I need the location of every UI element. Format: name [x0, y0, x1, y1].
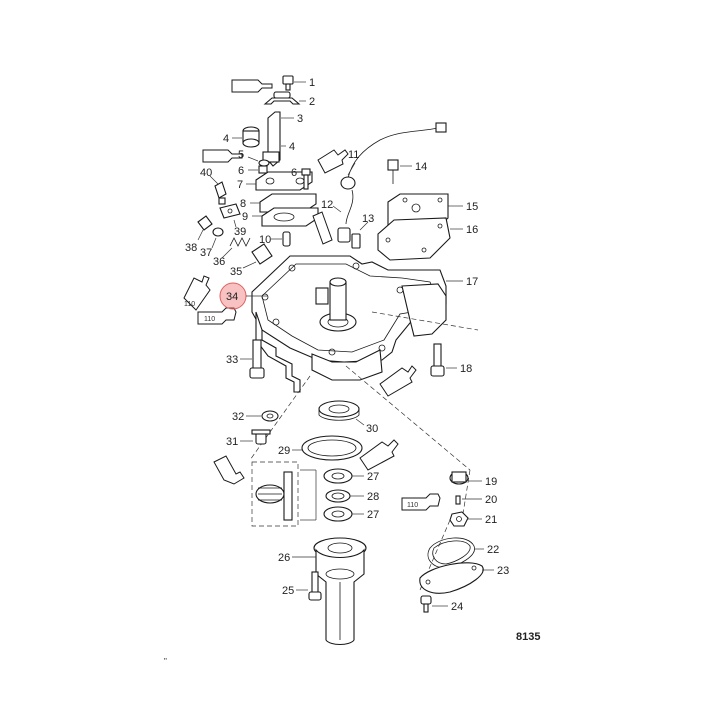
- callout-8[interactable]: 8: [240, 198, 246, 210]
- sealant-tube-left: [202, 149, 243, 163]
- sealant-tube-110-right: 110: [401, 493, 441, 511]
- part-spacer-28: [325, 489, 351, 503]
- callout-4b[interactable]: 4: [289, 141, 295, 153]
- svg-text:110: 110: [407, 502, 418, 509]
- callout-5[interactable]: 5: [238, 149, 244, 161]
- svg-text:110: 110: [204, 316, 215, 323]
- callout-33[interactable]: 33: [226, 354, 238, 366]
- part-nut-6a: [258, 165, 268, 174]
- callout-28[interactable]: 28: [367, 491, 379, 503]
- part-nut-21: [449, 511, 469, 527]
- part-fitting-39: [219, 203, 241, 219]
- part-seal-30: [318, 400, 360, 421]
- callout-25[interactable]: 25: [282, 585, 294, 597]
- part-screw-1: [282, 75, 294, 91]
- svg-text:110: 110: [184, 301, 195, 308]
- callout-9[interactable]: 9: [242, 211, 248, 223]
- callout-6a[interactable]: 6: [238, 165, 244, 177]
- part-pin-10: [282, 231, 291, 247]
- callout-12[interactable]: 12: [321, 199, 333, 211]
- part-driveshaft-housing-26: [313, 537, 367, 646]
- part-adapter-plate-17: [251, 255, 447, 393]
- callout-1[interactable]: 1: [309, 77, 315, 89]
- part-bracket-2: [263, 91, 301, 105]
- sealant-tube-110-mid: 110: [197, 307, 237, 325]
- callout-37[interactable]: 37: [200, 247, 212, 259]
- part-bushing-4a: [242, 126, 260, 148]
- callout-7[interactable]: 7: [237, 179, 243, 191]
- callout-17[interactable]: 17: [466, 276, 478, 288]
- part-key-20: [455, 495, 461, 505]
- part-plunger-35: [251, 243, 273, 265]
- sealant-tube-110-left: 110: [183, 275, 211, 311]
- callout-3[interactable]: 3: [297, 113, 303, 125]
- callout-27a[interactable]: 27: [367, 471, 379, 483]
- callout-4a[interactable]: 4: [223, 133, 229, 145]
- part-screw-24: [420, 595, 432, 613]
- part-fitting-40: [214, 181, 227, 205]
- part-cover-23: [419, 562, 484, 594]
- callout-22[interactable]: 22: [487, 544, 499, 556]
- callout-10[interactable]: 10: [259, 234, 271, 246]
- callout-19[interactable]: 19: [485, 476, 497, 488]
- callout-39[interactable]: 39: [234, 226, 246, 238]
- callout-16[interactable]: 16: [466, 224, 478, 236]
- part-washer-5: [258, 159, 270, 167]
- callout-20[interactable]: 20: [485, 494, 497, 506]
- sealant-tube-vertical: [312, 211, 333, 245]
- callout-35[interactable]: 35: [230, 266, 242, 278]
- callout-32[interactable]: 32: [232, 411, 244, 423]
- part-plug-31: [251, 429, 271, 445]
- part-bearing-27a: [323, 468, 353, 484]
- callout-34[interactable]: 34: [226, 291, 238, 303]
- callout-38[interactable]: 38: [185, 242, 197, 254]
- callout-6b[interactable]: 6: [291, 167, 297, 179]
- part-bolt-25: [308, 571, 322, 601]
- stray-mark: ": [164, 657, 167, 666]
- callout-14[interactable]: 14: [415, 161, 427, 173]
- callout-2[interactable]: 2: [309, 96, 315, 108]
- part-connector-12: [337, 227, 361, 249]
- callout-40[interactable]: 40: [200, 167, 212, 179]
- part-spring-36: [229, 237, 251, 247]
- sealant-tube-right-2: [359, 439, 399, 471]
- callout-15[interactable]: 15: [466, 201, 478, 213]
- sealant-tube-right-1: [379, 365, 417, 397]
- callout-30[interactable]: 30: [366, 423, 378, 435]
- figure-number: 8135: [516, 631, 540, 643]
- sealant-tube-mid: [317, 149, 349, 174]
- part-screw-6b: [301, 168, 311, 190]
- callout-36[interactable]: 36: [213, 256, 225, 268]
- part-bushing-4b: [262, 151, 280, 163]
- part-gasket-29: [301, 435, 363, 461]
- part-bolt-18: [430, 343, 445, 377]
- callout-27b[interactable]: 27: [367, 509, 379, 521]
- part-plate-9: [261, 207, 319, 227]
- callout-31[interactable]: 31: [226, 436, 238, 448]
- part-bearing-27b: [323, 506, 353, 522]
- part-gasket-16: [377, 217, 451, 261]
- part-plate-7: [255, 171, 313, 191]
- part-oring-37: [212, 227, 224, 237]
- callout-11[interactable]: 11: [348, 149, 359, 161]
- callout-21[interactable]: 21: [485, 514, 497, 526]
- part-oring-22: [427, 537, 475, 569]
- sealant-tube-inset: [213, 455, 245, 485]
- part-bolt-33: [249, 339, 265, 379]
- callout-24[interactable]: 24: [451, 601, 463, 613]
- detail-inset-box: [251, 461, 299, 527]
- callout-26[interactable]: 26: [278, 552, 290, 564]
- part-impeller-19: [449, 471, 469, 485]
- part-washer-32: [261, 410, 279, 422]
- sealant-tube-top: [231, 79, 273, 93]
- callout-23[interactable]: 23: [497, 565, 509, 577]
- callout-29[interactable]: 29: [278, 445, 290, 457]
- callout-18[interactable]: 18: [460, 363, 472, 375]
- part-fitting-38: [197, 215, 213, 231]
- part-plug-14: [387, 159, 399, 184]
- callout-13[interactable]: 13: [362, 213, 374, 225]
- part-sensor-cable-11: [340, 122, 447, 225]
